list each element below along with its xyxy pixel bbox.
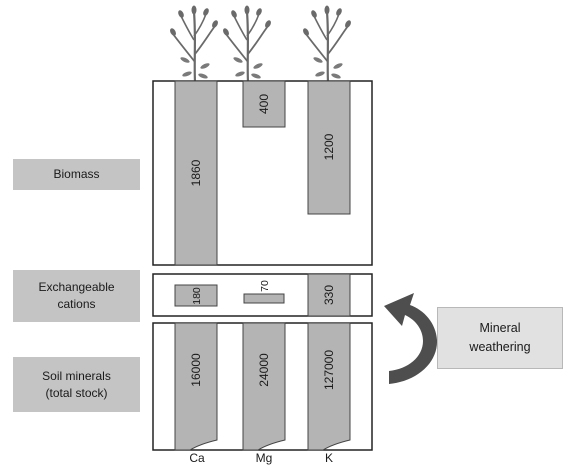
soil-minerals-label: Soil minerals (total stock) bbox=[13, 357, 140, 412]
biomass-bar-ca bbox=[174, 80, 218, 266]
element-label-k: K bbox=[324, 451, 333, 465]
biomass-value-k: 1200 bbox=[322, 133, 336, 160]
plant-icon bbox=[300, 4, 354, 84]
exchangeable-label-line1: Exchangeable bbox=[38, 280, 115, 294]
exchangeable-cations-label: Exchangeable cations bbox=[13, 270, 140, 322]
exchangeable-label-line2: cations bbox=[57, 297, 96, 311]
soil-bar-ca bbox=[174, 322, 218, 451]
element-label-mg: Mg bbox=[255, 451, 273, 465]
soil-label-line2: (total stock) bbox=[45, 385, 108, 400]
soil-bar-mg bbox=[242, 322, 286, 451]
biomass-bar-mg bbox=[242, 80, 286, 128]
exchangeable-bar-mg bbox=[243, 293, 285, 304]
exchangeable-bar-ca bbox=[174, 284, 218, 307]
soil-value-mg: 24000 bbox=[257, 353, 271, 387]
weathering-line2: weathering bbox=[469, 340, 531, 354]
soil-value-ca: 16000 bbox=[189, 353, 203, 387]
element-label-ca: Ca bbox=[189, 451, 205, 465]
weathering-line1: Mineral bbox=[479, 321, 521, 335]
biomass-label-text: Biomass bbox=[53, 167, 100, 181]
exchangeable-value-k: 330 bbox=[322, 285, 336, 305]
biomass-value-ca: 1860 bbox=[189, 159, 203, 186]
plant-icon bbox=[167, 4, 221, 84]
biomass-value-mg: 400 bbox=[257, 94, 271, 114]
exchangeable-bar-k bbox=[307, 273, 351, 317]
exchangeable-value-ca: 180 bbox=[191, 287, 203, 305]
plant-icon bbox=[220, 4, 274, 84]
soil-value-k: 127000 bbox=[322, 350, 336, 390]
soil-bar-k bbox=[307, 322, 351, 451]
curved-arrow-icon bbox=[384, 293, 438, 384]
biomass-bar-k bbox=[307, 80, 351, 215]
soil-label-line1: Soil minerals bbox=[42, 368, 111, 383]
biomass-label: Biomass bbox=[13, 159, 140, 190]
exchangeable-value-mg: 70 bbox=[259, 280, 271, 292]
mineral-weathering-box: Mineral weathering bbox=[437, 307, 563, 369]
